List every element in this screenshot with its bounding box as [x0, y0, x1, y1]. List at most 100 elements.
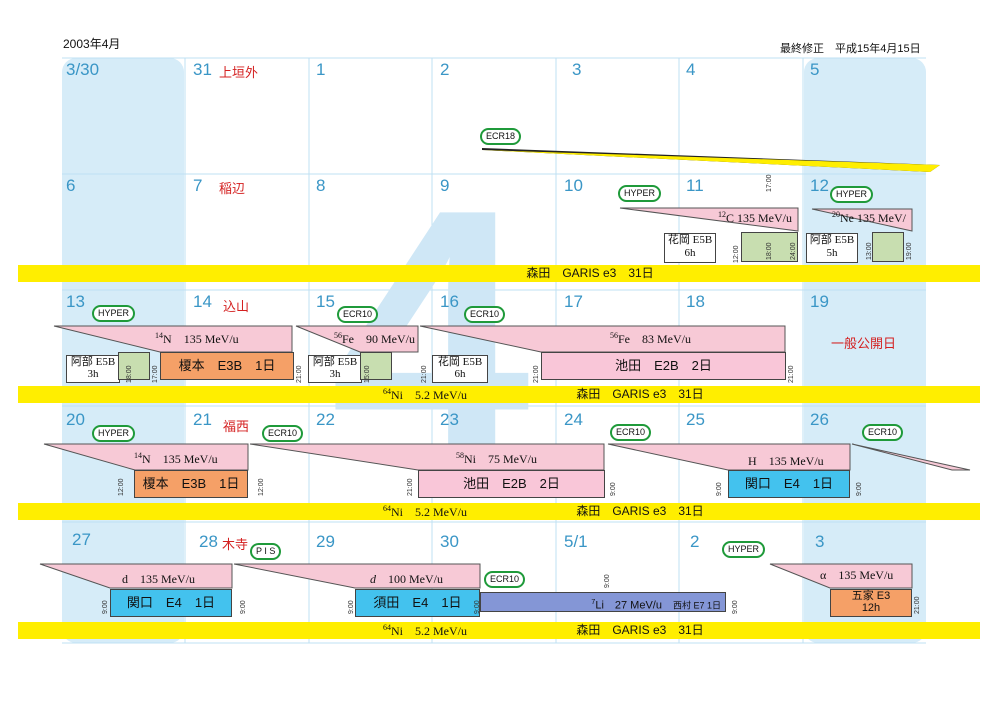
beam-label: 58Ni 75 MeV/u	[456, 451, 538, 466]
hyper-badge: HYPER	[618, 185, 662, 202]
c12-wedge	[619, 207, 799, 232]
garis-band	[18, 265, 980, 282]
experiment-box: 関口 E4 1日	[110, 589, 232, 617]
day-number: 14	[193, 292, 212, 311]
time-label: 13:00	[866, 242, 873, 260]
day-note: 稲辺	[219, 181, 246, 196]
day-note: 込山	[223, 299, 250, 314]
day-number: 12	[810, 176, 829, 195]
ni58-wedge	[249, 443, 605, 471]
experiment-box: 池田 E2B 2日	[541, 352, 786, 380]
day-number: 9	[440, 176, 450, 195]
day-number: 3/30	[66, 60, 100, 79]
setup-box	[118, 352, 150, 380]
garis-band-label: 森田 GARIS e3 31日	[526, 266, 654, 280]
day-number: 1	[316, 60, 326, 79]
garis-band-label: 森田 GARIS e3 31日	[576, 623, 704, 637]
day-note: 福西	[223, 419, 250, 434]
garis-band	[18, 503, 980, 520]
day-number: 18	[686, 292, 705, 311]
h-wedge	[607, 443, 851, 471]
ion-label: 64Ni 5.2 MeV/u	[383, 387, 468, 402]
alpha-wedge	[769, 563, 913, 589]
beam-label: d 135 MeV/u	[122, 572, 196, 586]
time-label: 17:00	[152, 365, 159, 383]
day-number: 31	[193, 60, 212, 79]
ecr10-badge: ECR10	[262, 425, 304, 442]
ion-label: 64Ni 5.2 MeV/u	[383, 623, 468, 638]
beam-label: 14N 135 MeV/u	[155, 331, 239, 346]
garis-band	[18, 622, 980, 639]
time-label: 9:00	[348, 600, 355, 614]
day-number: 22	[316, 410, 335, 429]
ecr10-badge: ECR10	[464, 306, 506, 323]
time-label: 12:00	[733, 245, 740, 263]
time-label: 9:00	[102, 600, 109, 614]
fe56a-wedge	[295, 325, 419, 353]
time-label: 21:00	[788, 365, 795, 383]
day-note: 木寺	[222, 537, 249, 552]
time-label: 24:00	[790, 242, 797, 260]
day-number: 2	[690, 532, 700, 551]
setup-box	[741, 232, 798, 262]
day-note: 一般公開日	[831, 336, 897, 351]
time-label: 19:00	[906, 242, 913, 260]
day-number: 17	[564, 292, 583, 311]
ecr10-badge: ECR10	[484, 571, 526, 588]
day-number: 11	[686, 176, 704, 195]
day-number: 4	[686, 60, 696, 79]
day-number: 29	[316, 532, 335, 551]
time-label: 9:00	[610, 482, 617, 496]
beam-label: α 135 MeV/u	[820, 568, 894, 582]
fe56b-wedge	[419, 325, 786, 353]
ecr10-badge: ECR10	[610, 424, 652, 441]
day-number: 15	[316, 292, 335, 311]
garis-band	[18, 386, 980, 403]
day-number: 13	[66, 292, 85, 311]
time-label: 9:00	[732, 600, 739, 614]
time-label: 21:00	[296, 365, 303, 383]
pis-badge: P I S	[250, 543, 282, 560]
day-number: 3	[815, 532, 825, 551]
time-label: 21:00	[421, 365, 428, 383]
day-number: 10	[564, 176, 583, 195]
experiment-box: 関口 E4 1日	[728, 470, 850, 498]
time-label: 18:00	[126, 365, 133, 383]
day-number: 21	[193, 410, 212, 429]
garis-band-label: 森田 GARIS e3 31日	[576, 387, 704, 401]
hyper-badge: HYPER	[92, 425, 136, 442]
experiment-box: 7Li 27 MeV/u 西村 E7 1日	[480, 592, 726, 612]
experiment-box: 榎本 E3B 1日	[160, 352, 294, 380]
ecr10-badge: ECR10	[862, 424, 904, 441]
time-label: 21:00	[533, 365, 540, 383]
month-title: 2003年4月	[63, 37, 121, 51]
day-number: 20	[66, 410, 85, 429]
experiment-box: 榎本 E3B 1日	[134, 470, 248, 498]
ion-label: 64Ni 5.2 MeV/u	[383, 504, 468, 519]
d100-wedge	[233, 563, 481, 589]
setup-box	[360, 352, 392, 380]
time-label: 21:00	[407, 478, 414, 496]
day-number: 24	[564, 410, 583, 429]
ne20-wedge	[811, 208, 913, 232]
day-number: 26	[810, 410, 829, 429]
garis-band-label: 森田 GARIS e3 31日	[576, 504, 704, 518]
beam-label: H 135 MeV/u	[748, 454, 824, 468]
beam-label: 20Ne 135 MeV/	[832, 210, 906, 225]
day-number: 7	[193, 176, 203, 195]
day-number: 6	[66, 176, 76, 195]
day-number: 25	[686, 410, 705, 429]
d-wedge	[39, 563, 233, 589]
beam-label: 56Fe 90 MeV/u	[334, 331, 416, 346]
experiment-box: 池田 E2B 2日	[418, 470, 605, 498]
time-label: 12:00	[258, 478, 265, 496]
day-note: 上垣外	[219, 65, 259, 80]
day-number: 8	[316, 176, 326, 195]
ecr10-badge: ECR10	[337, 306, 379, 323]
